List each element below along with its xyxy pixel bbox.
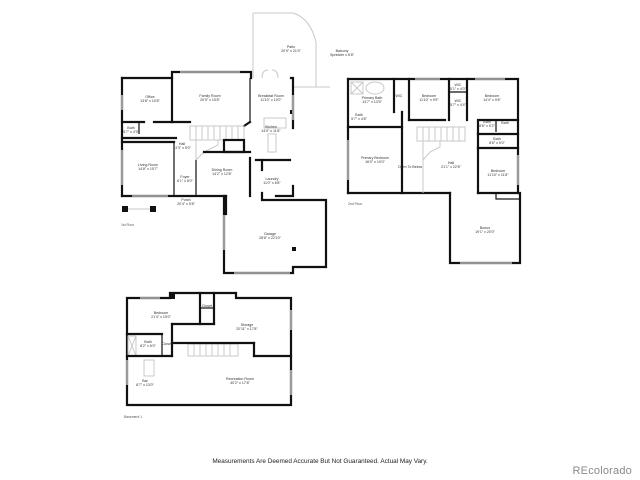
svg-text:Closet: Closet bbox=[202, 304, 212, 308]
svg-text:Open To Below: Open To Below bbox=[398, 165, 423, 169]
second-floor-plan bbox=[346, 77, 522, 265]
basement-plan bbox=[125, 291, 293, 407]
svg-text:Closet: Closet bbox=[162, 342, 172, 346]
svg-text:Basement 1: Basement 1 bbox=[124, 415, 142, 419]
measurement-disclaimer: Measurements Are Deemed Accurate But Not… bbox=[212, 458, 428, 465]
svg-text:Bath: Bath bbox=[501, 121, 508, 125]
svg-text:1st Floor: 1st Floor bbox=[121, 223, 135, 227]
stairs-basement bbox=[187, 343, 239, 357]
stairs bbox=[189, 125, 245, 162]
first-floor-plan bbox=[120, 12, 330, 216]
garage-plan bbox=[222, 191, 328, 275]
stairs-2nd bbox=[416, 126, 466, 193]
patio-outline bbox=[253, 12, 317, 87]
svg-text:2nd Floor: 2nd Floor bbox=[348, 202, 363, 206]
brand-logo: REcolorado bbox=[572, 465, 632, 477]
wic-label: WIC bbox=[396, 94, 403, 98]
